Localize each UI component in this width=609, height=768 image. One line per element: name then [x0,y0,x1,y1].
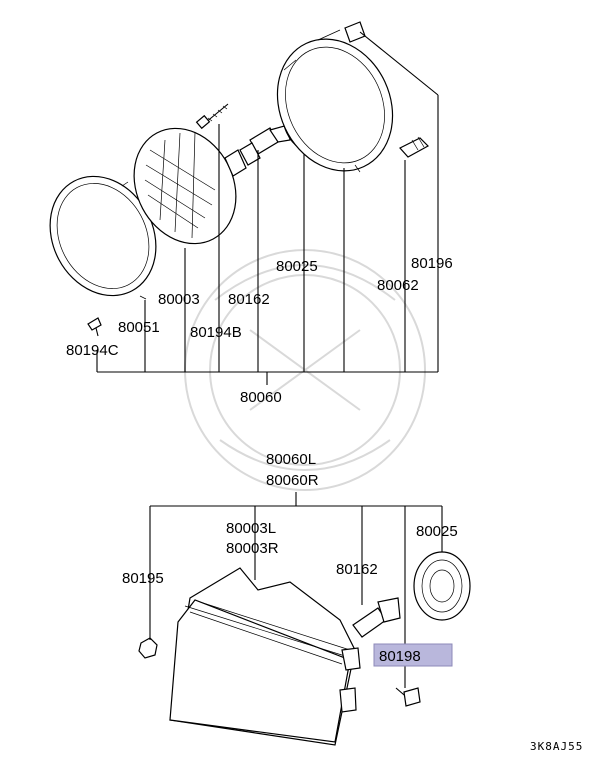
label-80062: 80062 [377,277,419,294]
label-80194c: 80194C [66,342,119,359]
label-80162-lower: 80162 [336,561,378,578]
label-80003l: 80003L [226,520,276,537]
screw-80194c[interactable] [87,317,102,337]
reference-code: 3K8AJ55 [530,740,583,753]
highlight-box-80198 [373,643,453,667]
label-80198: 80198 [379,648,421,665]
screw-80198[interactable] [395,687,421,707]
headlamp-unit-80003[interactable] [169,567,361,746]
label-80060r: 80060R [266,472,319,489]
label-80003r: 80003R [226,540,279,557]
socket-80062[interactable] [399,136,429,158]
bulb-80162[interactable] [239,124,291,166]
clip-80196[interactable] [344,21,439,96]
bulb-80162-lower[interactable] [352,597,401,638]
label-80060l: 80060L [266,451,316,468]
sealed-beam-80003[interactable] [114,110,255,261]
label-80025-lower: 80025 [416,523,458,540]
lower-leader-lines [149,492,443,688]
label-80196: 80196 [411,255,453,272]
retaining-ring-80025-lower[interactable] [413,551,471,621]
nut-80195[interactable] [138,637,158,659]
label-80162-upper: 80162 [228,291,270,308]
label-80003: 80003 [158,291,200,308]
upper-leader-lines [96,95,439,385]
label-80025-upper: 80025 [276,258,318,275]
label-80194b: 80194B [190,324,242,341]
label-80195: 80195 [122,570,164,587]
headlight-housing-80060[interactable] [256,20,413,190]
highlighted-part-80198[interactable]: 80198 [373,643,453,667]
label-80060: 80060 [240,389,282,406]
bolt-80194b[interactable] [195,103,229,130]
label-80051: 80051 [118,319,160,336]
